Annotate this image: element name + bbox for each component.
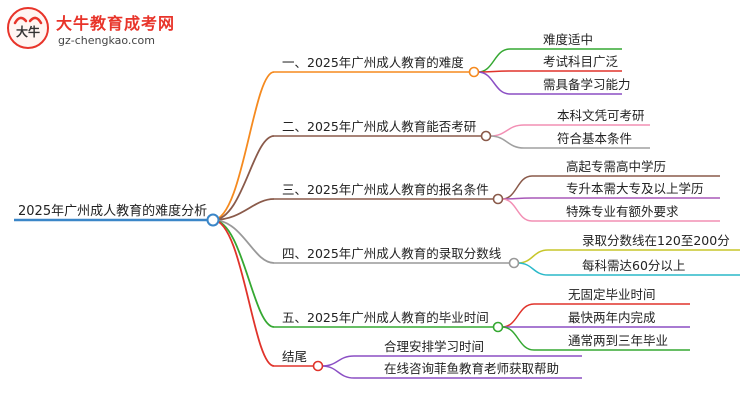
branch-connector-1: [212, 71, 275, 221]
leaf-topic-2-1: 本科文凭可考研: [557, 108, 645, 123]
branch-topic-6: 结尾: [282, 349, 308, 364]
branch-node-2[interactable]: [480, 130, 492, 142]
branch-topic-4: 四、2025年广州成人教育的录取分数线: [282, 246, 502, 261]
branch-node-3[interactable]: [492, 193, 504, 205]
leaf-connector-6-1: [321, 355, 355, 367]
leaf-topic-4-2: 每科需达60分以上: [582, 258, 686, 273]
logo-mark-text: 大牛: [16, 24, 40, 39]
leaf-connector-3-1: [501, 175, 533, 200]
branch-topic-1: 一、2025年广州成人教育的难度: [282, 55, 464, 70]
branch-connector-5: [212, 219, 275, 328]
leaf-topic-6-1: 合理安排学习时间: [384, 339, 485, 354]
branch-topic-5: 五、2025年广州成人教育的毕业时间: [282, 310, 489, 325]
site-logo[interactable]: 大牛 大牛教育成考网 gz-chengkao.com: [6, 6, 176, 52]
root-topic: 2025年广州成人教育的难度分析: [18, 204, 208, 219]
leaf-topic-5-3: 通常两到三年毕业: [568, 333, 669, 348]
leaf-topic-1-2: 考试科目广泛: [543, 54, 619, 69]
leaf-connector-1-1: [477, 48, 511, 73]
branch-topic-2: 二、2025年广州成人教育能否考研: [282, 119, 477, 134]
leaf-topic-6-2: 在线咨询菲鱼教育老师获取帮助: [384, 361, 560, 376]
leaf-topic-3-1: 高起专需高中学历: [566, 159, 667, 174]
branch-connector-2: [212, 135, 275, 221]
logo-title: 大牛教育成考网: [56, 14, 176, 33]
leaf-topic-4-1: 录取分数线在120至200分: [582, 233, 730, 248]
leaf-connector-2-1: [489, 124, 525, 137]
leaf-topic-1-1: 难度适中: [543, 32, 594, 47]
leaf-topic-5-2: 最快两年内完成: [568, 310, 656, 325]
leaf-topic-3-2: 专升本需大专及以上学历: [566, 181, 704, 196]
branch-topic-3: 三、2025年广州成人教育的报名条件: [282, 182, 489, 197]
branch-node-4[interactable]: [508, 257, 520, 269]
branch-node-1[interactable]: [468, 66, 480, 78]
leaf-connector-6-2: [321, 365, 355, 379]
branch-node-5[interactable]: [492, 321, 504, 333]
leaf-connector-4-2: [517, 262, 549, 276]
leaf-connector-3-3: [501, 198, 533, 222]
leaf-topic-3-3: 特殊专业有额外要求: [566, 204, 679, 219]
leaf-topic-5-1: 无固定毕业时间: [568, 287, 656, 302]
branch-connector-3: [212, 198, 275, 221]
bull-logo-icon: 大牛: [7, 7, 49, 49]
logo-url: gz-chengkao.com: [58, 34, 155, 47]
leaf-connector-2-2: [489, 135, 525, 149]
branch-connector-4: [212, 219, 275, 264]
root-node[interactable]: [206, 213, 220, 227]
branch-connector-6: [212, 219, 275, 367]
leaf-connector-1-3: [477, 71, 511, 95]
leaf-topic-1-3: 需具备学习能力: [543, 77, 631, 92]
leaf-connector-5-3: [501, 326, 535, 351]
leaf-topic-2-2: 符合基本条件: [557, 131, 633, 146]
branch-node-6[interactable]: [312, 360, 324, 372]
leaf-connector-5-1: [501, 303, 535, 328]
leaf-connector-4-1: [517, 249, 549, 264]
